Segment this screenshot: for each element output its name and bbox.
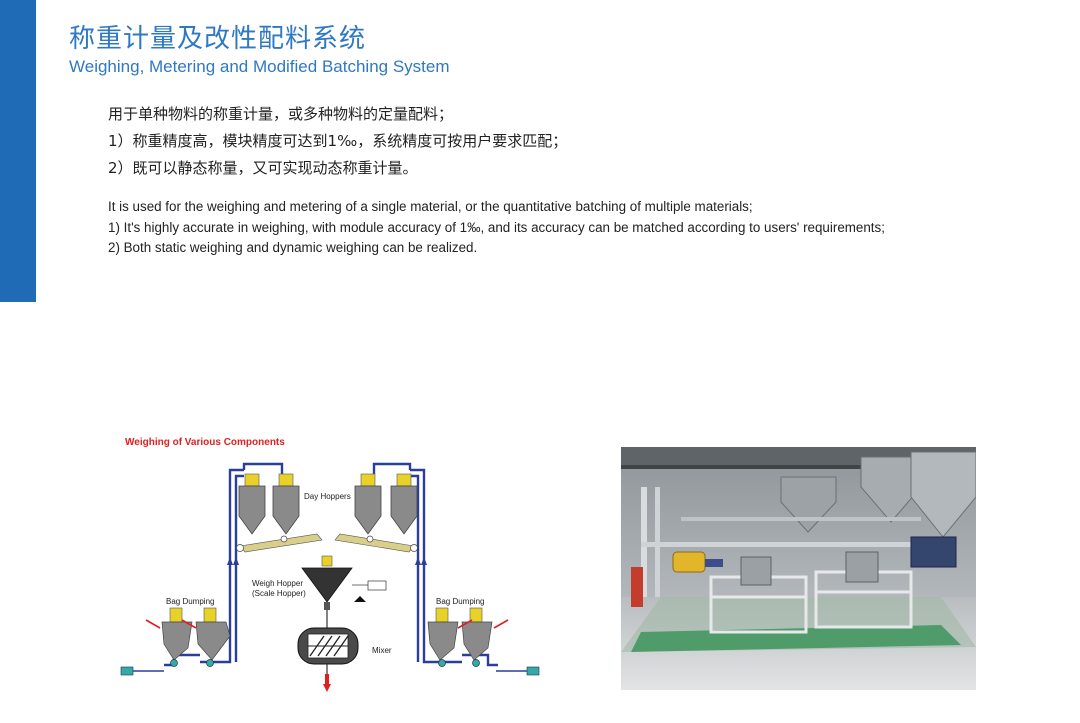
mixer (297, 610, 359, 692)
day-hoppers-label: Day Hoppers (304, 492, 351, 501)
day-hopper-2 (272, 473, 300, 535)
bag-dumping-left-label: Bag Dumping (166, 597, 214, 606)
flow-arrows (227, 557, 427, 565)
chinese-line-2: 1）称重精度高，模块精度可达到1‰，系统精度可按用户要求匹配； (108, 132, 568, 150)
diagram-title: Weighing of Various Components (125, 437, 285, 448)
day-hoppers (238, 473, 418, 535)
page-title-chinese: 称重计量及改性配料系统 (69, 24, 367, 54)
page-title-english: Weighing, Metering and Modified Batching… (69, 57, 450, 76)
day-hopper-3 (354, 473, 382, 535)
bag-dumping-right (427, 607, 540, 676)
chinese-description: 用于单种物料的称重计量，或多种物料的定量配料； 1）称重精度高，模块精度可达到1… (108, 101, 567, 182)
chinese-line-3: 2）既可以静态称量，又可实现动态称重计量。 (108, 159, 418, 177)
day-hopper-4 (390, 473, 418, 535)
screw-conveyors (236, 533, 418, 553)
mixer-label: Mixer (372, 646, 392, 655)
bag-dumping-left (120, 607, 231, 676)
english-line-1: It is used for the weighing and metering… (108, 199, 753, 214)
english-line-2: 1) It's highly accurate in weighing, wit… (108, 219, 885, 235)
weigh-hopper-label: Weigh Hopper (252, 579, 303, 588)
factory-installation-photo (621, 447, 976, 690)
english-description: It is used for the weighing and metering… (108, 197, 885, 259)
accent-side-bar (0, 0, 36, 302)
day-hopper-1 (238, 473, 266, 535)
bag-dumping-right-label: Bag Dumping (436, 597, 484, 606)
weighing-process-diagram: Weighing of Various Components (120, 437, 540, 692)
chinese-line-1: 用于单种物料的称重计量，或多种物料的定量配料； (108, 105, 454, 123)
english-line-3: 2) Both static weighing and dynamic weig… (108, 240, 478, 255)
weigh-hopper (301, 555, 387, 610)
scale-hopper-label: (Scale Hopper) (252, 589, 306, 598)
